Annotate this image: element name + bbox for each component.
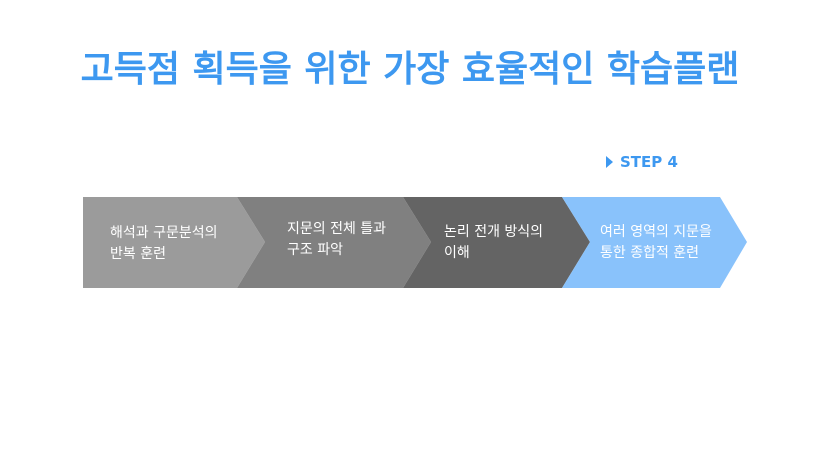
step-1-label: 해석과 구문분석의 반복 훈련 (110, 225, 218, 262)
step-3-label: 논리 전개 방식의 이해 (444, 224, 544, 261)
chevron-step-1 (83, 197, 265, 288)
step-marker: STEP 4 (606, 152, 678, 172)
chevron-step-2 (237, 197, 431, 288)
step-2-label: 지문의 전체 틀과 구조 파악 (287, 221, 387, 258)
step-marker-label: STEP 4 (620, 153, 678, 171)
triangle-right-icon (606, 156, 613, 168)
page-title: 고득점 획득을 위한 가장 효율적인 학습플랜 (80, 49, 740, 90)
chevron-step-4 (562, 197, 747, 288)
chevron-step-3 (403, 197, 590, 288)
step-4-label: 여러 영역의 지문을 통한 종합적 훈련 (600, 224, 712, 261)
